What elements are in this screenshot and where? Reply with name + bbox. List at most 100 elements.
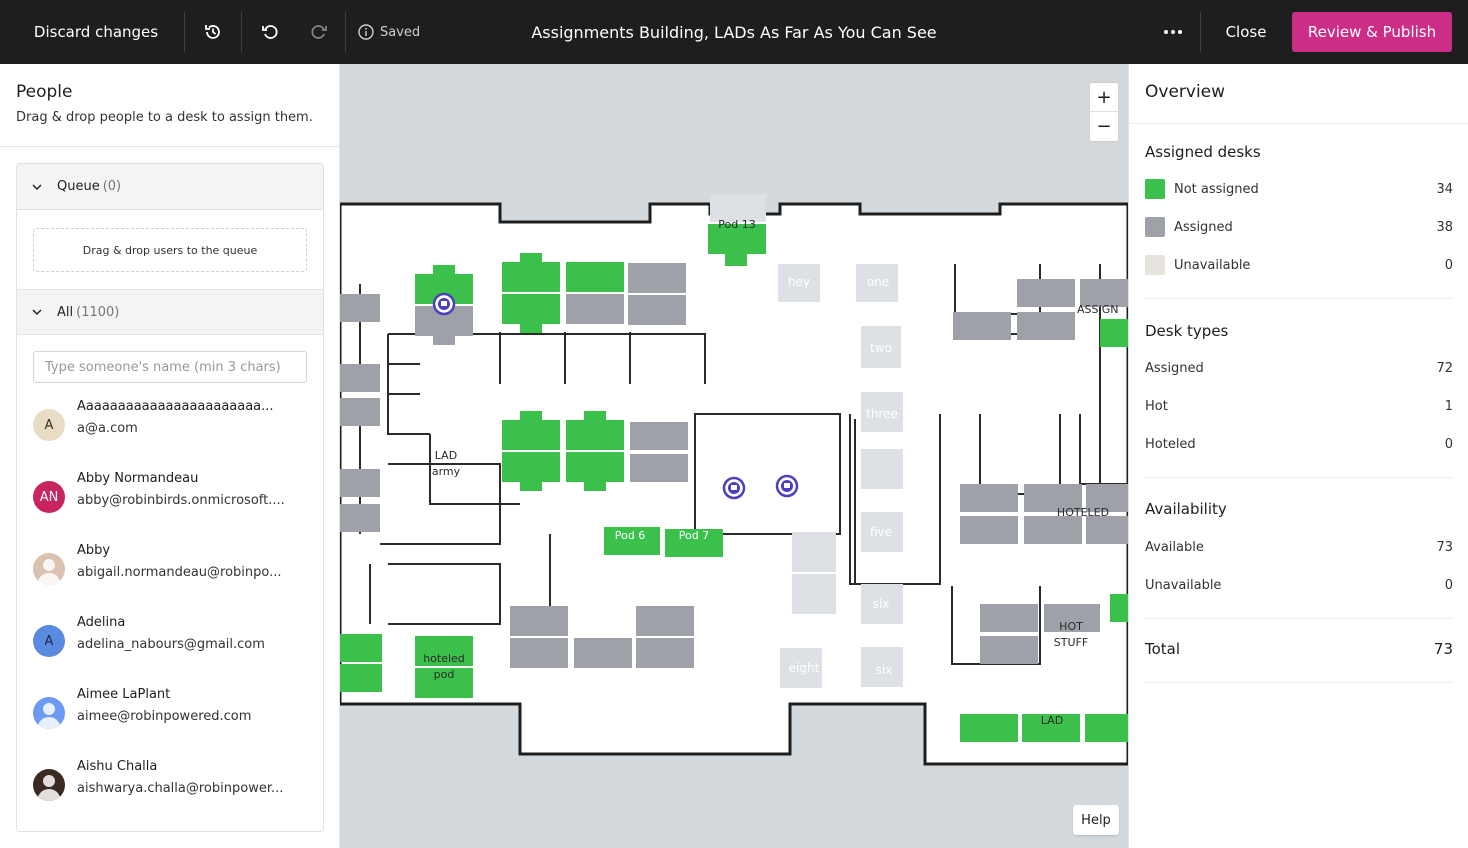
person-name: Adelina [77, 615, 126, 630]
desk-marker-icon[interactable] [722, 476, 746, 500]
wall [380, 463, 501, 545]
history-button[interactable] [190, 0, 236, 64]
desk[interactable] [1017, 279, 1075, 307]
desk-chair[interactable] [520, 324, 542, 333]
desk[interactable] [340, 398, 380, 426]
desk[interactable] [861, 392, 903, 432]
desk[interactable] [636, 638, 694, 668]
desk[interactable] [778, 264, 820, 302]
desk[interactable] [566, 420, 624, 450]
discard-changes-button[interactable]: Discard changes [33, 23, 159, 41]
desk[interactable] [340, 294, 380, 322]
desk[interactable] [628, 263, 686, 293]
desk[interactable] [665, 529, 723, 557]
desk[interactable] [960, 484, 1018, 512]
desk[interactable] [792, 574, 836, 614]
desk[interactable] [1024, 516, 1082, 544]
desk[interactable] [636, 606, 694, 636]
search-input[interactable] [33, 351, 307, 383]
desk[interactable] [710, 194, 766, 222]
all-accordion[interactable]: All (1100) [17, 289, 323, 335]
desk[interactable] [340, 504, 380, 532]
close-button[interactable]: Close [1225, 23, 1267, 41]
desk[interactable] [1086, 484, 1128, 512]
wall [388, 333, 706, 384]
more-options-button[interactable] [1150, 0, 1196, 64]
desk[interactable] [1024, 484, 1082, 512]
queue-dropzone[interactable]: Drag & drop users to the queue [33, 228, 307, 272]
desk[interactable] [1110, 594, 1128, 622]
desk[interactable] [980, 604, 1038, 632]
desk[interactable] [861, 647, 903, 687]
desk-chair[interactable] [520, 482, 542, 491]
review-publish-button[interactable]: Review & Publish [1292, 12, 1452, 52]
desk[interactable] [630, 454, 688, 482]
desk[interactable] [861, 512, 903, 552]
desk-chair[interactable] [433, 336, 455, 345]
desk-chair[interactable] [725, 254, 747, 266]
desk[interactable] [502, 452, 560, 482]
desk[interactable] [628, 295, 686, 325]
desk[interactable] [1086, 516, 1128, 544]
desk[interactable] [340, 664, 382, 692]
desk[interactable] [510, 606, 568, 636]
desk[interactable] [1085, 714, 1128, 742]
desk[interactable] [502, 420, 560, 450]
desk-chair[interactable] [584, 411, 606, 420]
desk[interactable] [510, 638, 568, 668]
desk[interactable] [622, 527, 660, 555]
desk[interactable] [980, 636, 1038, 664]
desk[interactable] [1044, 604, 1100, 632]
desk[interactable] [566, 452, 624, 482]
help-button[interactable]: Help [1073, 805, 1119, 835]
desk[interactable] [1017, 312, 1075, 340]
desk-chair[interactable] [520, 411, 542, 420]
desk-chair[interactable] [520, 253, 542, 262]
desk[interactable] [415, 636, 473, 666]
desk[interactable] [708, 224, 766, 254]
desk[interactable] [1100, 319, 1128, 347]
desk-chair[interactable] [584, 482, 606, 491]
zoom-out-button[interactable]: − [1096, 116, 1112, 137]
undo-icon [262, 25, 278, 39]
desk[interactable] [340, 634, 382, 662]
desk-marker-icon[interactable] [775, 474, 799, 498]
desk[interactable] [861, 326, 901, 368]
desk[interactable] [960, 516, 1018, 544]
desk[interactable] [340, 469, 380, 497]
desk[interactable] [780, 648, 822, 688]
desk[interactable] [502, 262, 560, 292]
undo-button[interactable] [247, 0, 293, 64]
desk[interactable] [566, 294, 624, 324]
desk[interactable] [861, 449, 903, 489]
desk-marker-icon[interactable] [432, 292, 456, 316]
desk[interactable] [960, 714, 1018, 742]
desk[interactable] [1080, 279, 1128, 307]
redo-button[interactable] [296, 0, 342, 64]
desk[interactable] [502, 294, 560, 324]
desk[interactable] [953, 312, 1011, 340]
desk[interactable] [415, 668, 473, 698]
zoom-in-button[interactable]: + [1090, 83, 1118, 112]
desk[interactable] [630, 422, 688, 450]
desk[interactable] [604, 527, 622, 555]
desk[interactable] [792, 532, 836, 572]
desk[interactable] [340, 364, 380, 392]
desk-chair[interactable] [433, 265, 455, 274]
page-title: Assignments Building, LADs As Far As You… [531, 22, 937, 42]
queue-accordion[interactable]: Queue (0) [17, 164, 323, 210]
desk[interactable] [861, 584, 903, 624]
legend-label: Unavailable [1174, 257, 1251, 273]
desk[interactable] [574, 638, 632, 668]
desk[interactable] [566, 262, 624, 292]
desk[interactable] [1022, 714, 1080, 742]
desk[interactable] [856, 264, 898, 302]
